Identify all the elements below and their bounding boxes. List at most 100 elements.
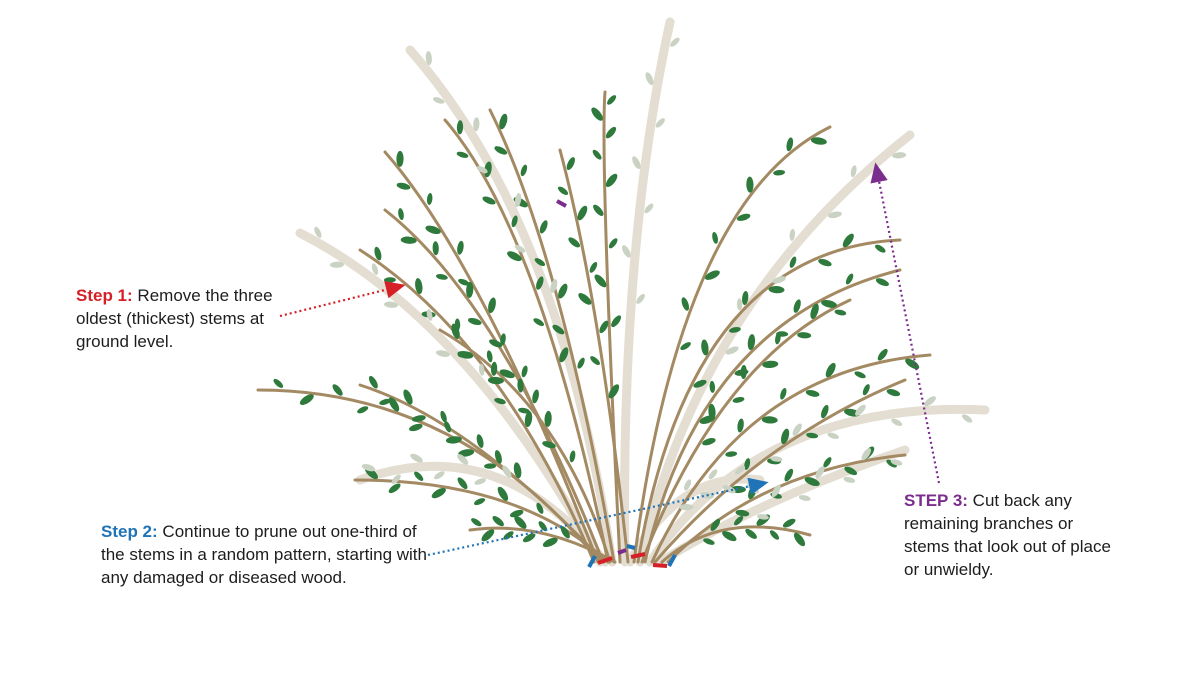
leaf	[478, 363, 485, 376]
leaf	[431, 487, 446, 499]
leaf	[797, 332, 812, 339]
leaf	[513, 462, 522, 479]
young-stem	[488, 108, 616, 564]
leaf	[775, 332, 781, 345]
leaf	[492, 515, 504, 527]
leaf	[457, 351, 472, 358]
leaf	[590, 356, 600, 366]
young-stem	[443, 118, 610, 564]
leaf	[500, 333, 506, 346]
leaf	[722, 485, 736, 494]
leaf	[709, 380, 716, 393]
leaf	[415, 278, 423, 295]
leaf	[533, 318, 545, 326]
leaf	[961, 414, 973, 423]
step3-callout: STEP 3: Cut back any remaining branches …	[904, 489, 1119, 581]
step1-pointer-arrow	[279, 281, 406, 318]
leaf	[854, 371, 866, 379]
cut-mark-step2	[667, 554, 677, 567]
cut-mark-step2	[626, 544, 636, 550]
leaf	[589, 262, 598, 273]
step3-heading: STEP 3:	[904, 491, 968, 510]
leaf	[379, 398, 391, 406]
leaf	[474, 498, 486, 506]
leaf	[538, 521, 548, 532]
leaf	[488, 297, 496, 314]
leaf	[773, 169, 786, 176]
leaf	[793, 532, 806, 547]
step2-text: Continue to prune out one-third of the s…	[101, 522, 427, 587]
leaf	[520, 164, 528, 177]
leaf	[746, 176, 754, 193]
cut-mark-step1	[597, 556, 613, 565]
leaf	[299, 394, 314, 405]
leaf	[388, 397, 400, 412]
leaf	[425, 225, 441, 235]
leaf	[384, 301, 398, 308]
leaf	[892, 152, 907, 159]
young-stem	[653, 378, 907, 564]
leaf	[484, 463, 497, 469]
leaf	[440, 410, 447, 423]
leaf	[768, 285, 785, 294]
leaf	[482, 196, 496, 205]
leaf	[391, 474, 401, 484]
leaf	[273, 378, 284, 388]
leaf	[735, 509, 750, 517]
leaf	[517, 378, 524, 393]
leaf	[374, 246, 382, 261]
young-stem	[640, 298, 852, 564]
leaf	[403, 389, 413, 405]
leaf	[861, 448, 872, 461]
leaf	[761, 416, 778, 424]
leaf	[789, 228, 796, 241]
leaf	[772, 276, 786, 284]
leaf	[742, 291, 749, 305]
leaf	[722, 531, 737, 542]
leaf	[736, 298, 743, 311]
leaf	[818, 258, 832, 267]
leaf	[532, 389, 539, 404]
leaf	[793, 299, 801, 313]
leaf	[784, 468, 794, 482]
leaf	[728, 327, 741, 333]
old-stem	[620, 17, 675, 567]
leaf	[434, 471, 445, 480]
leaf	[487, 376, 504, 385]
leaf	[756, 513, 769, 520]
step2-callout: Step 2: Continue to prune out one-third …	[101, 520, 431, 589]
leaf	[514, 516, 527, 529]
old-stem	[635, 130, 915, 567]
step3-pointer-arrow	[870, 162, 941, 484]
leaf	[890, 459, 903, 466]
step1-text: Remove the three oldest (thickest) stems…	[76, 286, 273, 351]
leaf	[577, 205, 588, 221]
cut-mark-step1	[652, 563, 668, 568]
leaf	[821, 299, 837, 308]
cut-marks	[556, 199, 677, 568]
leaf	[655, 118, 665, 128]
leaf	[412, 415, 426, 422]
leaf	[905, 358, 920, 370]
leaf	[398, 208, 404, 221]
leaf	[745, 528, 757, 539]
leaf	[578, 293, 592, 305]
young-stem	[438, 328, 612, 564]
leaf	[314, 226, 322, 238]
step3-text: Cut back any remaining branches or stems…	[904, 491, 1111, 579]
leaf	[518, 407, 530, 414]
leaf	[769, 530, 780, 540]
leaf	[542, 441, 556, 449]
leaf	[703, 538, 715, 545]
leaf	[611, 315, 622, 328]
leaf	[862, 384, 870, 396]
leaf	[539, 220, 548, 234]
leaf	[804, 477, 820, 487]
leaf	[489, 339, 503, 348]
leaf	[486, 350, 493, 363]
leaf	[708, 403, 716, 420]
leaf	[834, 309, 847, 316]
leaf	[435, 274, 448, 280]
leaf	[444, 421, 452, 433]
leaf	[476, 434, 484, 448]
